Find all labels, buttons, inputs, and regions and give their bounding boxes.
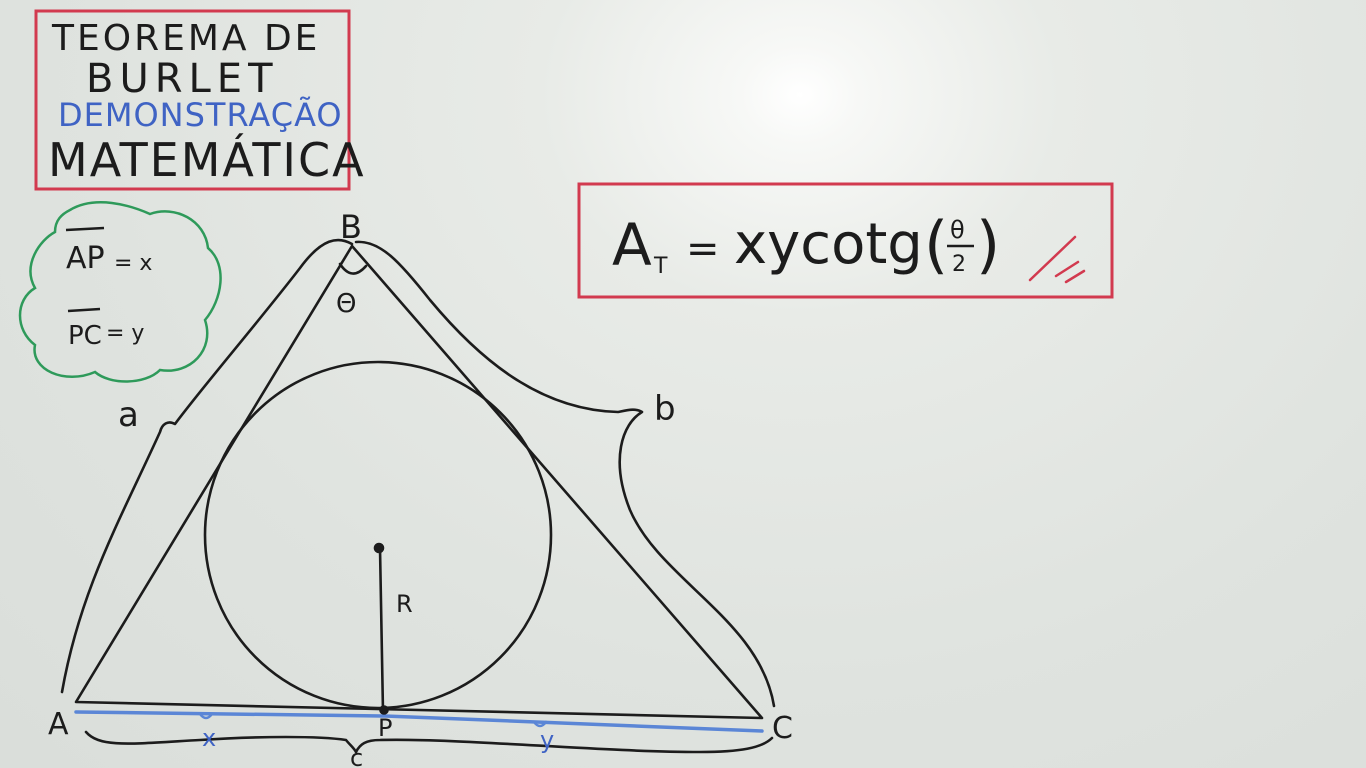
brace-side-b bbox=[354, 240, 776, 708]
title-line-4: MATEMÁTICA bbox=[48, 133, 366, 187]
vertex-b-label: B bbox=[340, 208, 362, 246]
diagram-labels: B Θ a b R A P C x y c bbox=[48, 208, 793, 768]
title-line-1: TEOREMA DE bbox=[51, 18, 320, 59]
cloud-outline bbox=[18, 201, 222, 383]
vertex-a-label: A bbox=[48, 707, 69, 742]
triangle-diagram bbox=[60, 238, 776, 754]
formula-rhs: xycotg bbox=[734, 212, 923, 277]
radius-label: R bbox=[396, 590, 413, 618]
brace-side-c bbox=[84, 730, 774, 754]
formula-left-paren: ( bbox=[924, 208, 948, 281]
tangent-point-p bbox=[379, 705, 389, 715]
formula-lhs: A bbox=[612, 211, 652, 279]
ap-overline bbox=[65, 226, 105, 232]
formula-numerator: θ bbox=[950, 216, 965, 244]
side-a-label: a bbox=[118, 395, 139, 435]
pc-value: = y bbox=[106, 321, 144, 346]
title-frame bbox=[34, 9, 351, 191]
vertex-c-label: C bbox=[772, 711, 793, 746]
incircle bbox=[203, 360, 553, 710]
angle-arc-b bbox=[338, 262, 368, 275]
incircle-center bbox=[373, 542, 385, 554]
brace-side-a bbox=[60, 238, 354, 694]
side-c-label: c bbox=[350, 744, 363, 768]
segment-y-label: y bbox=[540, 726, 554, 754]
emphasis-marks bbox=[1028, 235, 1086, 284]
formula-equals: = bbox=[686, 226, 720, 272]
title-line-2: BURLET bbox=[86, 56, 279, 102]
title-box: TEOREMA DE BURLET DEMONSTRAÇÃO MATEMÁTIC… bbox=[34, 9, 366, 191]
triangle bbox=[74, 244, 764, 720]
point-p-label: P bbox=[378, 714, 392, 742]
angle-theta-label: Θ bbox=[336, 289, 356, 319]
formula-denominator: 2 bbox=[952, 252, 966, 277]
segment-x-label: x bbox=[202, 724, 216, 752]
formula-box: A T = xycotg ( θ 2 ) bbox=[577, 182, 1114, 299]
radius-line bbox=[378, 546, 385, 714]
brace-tick-y bbox=[532, 720, 548, 728]
definitions-cloud: AP = x PC = y bbox=[18, 201, 222, 383]
brace-tick-x bbox=[198, 712, 214, 720]
pc-label: PC bbox=[68, 321, 102, 351]
base-blue-segment bbox=[74, 710, 764, 733]
pc-overline bbox=[67, 307, 101, 313]
formula-frame bbox=[577, 182, 1114, 299]
title-line-3: DEMONSTRAÇÃO bbox=[58, 96, 343, 134]
side-b-label: b bbox=[654, 389, 676, 429]
formula-lhs-subscript: T bbox=[653, 254, 668, 279]
formula-right-paren: ) bbox=[976, 208, 1000, 281]
ap-value: = x bbox=[114, 251, 152, 276]
ap-label: AP bbox=[66, 241, 105, 276]
